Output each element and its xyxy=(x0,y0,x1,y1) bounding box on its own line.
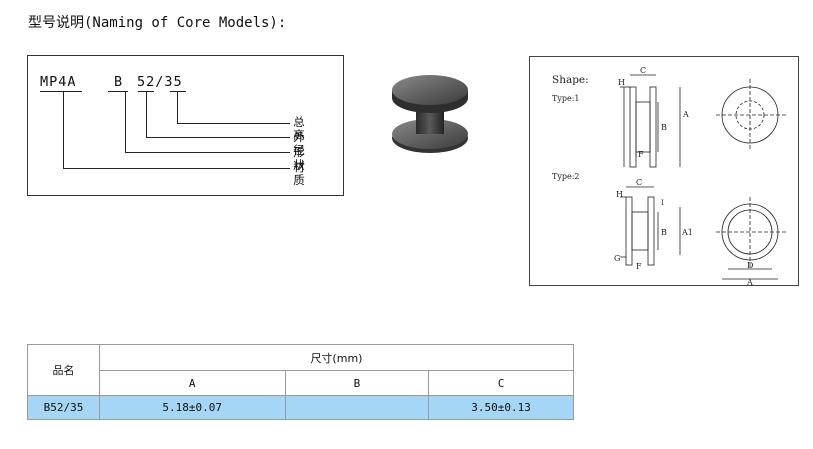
code-prefix: MP4A xyxy=(40,74,77,90)
size-header: 尺寸(mm) xyxy=(98,344,575,371)
code-size: 52/35 xyxy=(137,74,183,90)
row-name: B52/35 xyxy=(27,395,100,420)
type1-label: Type:1 xyxy=(552,94,580,103)
dim-b-type2: B xyxy=(661,228,667,237)
type2-side-view xyxy=(620,186,681,266)
dim-d-type2: D xyxy=(747,261,753,270)
dim-f-type1: F xyxy=(638,150,644,159)
dim-h-type2: H xyxy=(616,190,623,199)
page-title: 型号说明(Naming of Core Models): xyxy=(28,15,287,31)
table-row: B52/35 5.18±0.07 3.50±0.13 xyxy=(27,395,574,420)
type2-front-view xyxy=(716,197,786,280)
label-shape: 形状 xyxy=(293,145,305,172)
leader-outer-diameter-h xyxy=(146,137,290,138)
dim-h-type1: H xyxy=(618,78,625,87)
label-total-height: 总高 xyxy=(293,115,305,142)
underline-size-b xyxy=(170,91,186,92)
shape-label: Shape: xyxy=(552,74,589,86)
type1-side-view xyxy=(620,74,681,168)
leader-total-height-v xyxy=(177,91,178,123)
dim-c-type2: C xyxy=(636,178,642,187)
label-material: 材质 xyxy=(293,160,305,187)
row-value-b xyxy=(284,395,430,420)
column-c-header: C xyxy=(428,370,574,396)
dimensions-table: 品名 尺寸(mm) A B C B52/35 5.18±0.07 3.50±0.… xyxy=(27,344,575,420)
type1-front-view xyxy=(716,79,786,151)
dim-a1-type2: A1 xyxy=(681,228,693,237)
row-value-c: 3.50±0.13 xyxy=(428,395,574,420)
dim-g-type2: G xyxy=(614,254,620,263)
leader-shape-v xyxy=(125,91,126,152)
dim-i-type2: I xyxy=(661,199,664,207)
dim-b-type1: B xyxy=(661,123,667,132)
row-value-a: 5.18±0.07 xyxy=(98,395,286,420)
leader-total-height-h xyxy=(177,123,290,124)
dim-a-type1: A xyxy=(682,110,689,119)
dim-f-type2: F xyxy=(636,262,642,271)
label-outer-diameter: 外径 xyxy=(293,130,305,157)
underline-shape xyxy=(108,91,128,92)
leader-material-v xyxy=(63,91,64,168)
column-b-header: B xyxy=(284,370,430,396)
shape-drawing-panel: Shape: Type:1 H C B A F Type:2 xyxy=(529,56,799,287)
underline-prefix xyxy=(40,91,82,92)
code-shape: B xyxy=(114,74,124,90)
dim-a-type2: A xyxy=(746,278,753,287)
column-a-header: A xyxy=(98,370,286,396)
dim-c-type1: C xyxy=(640,66,646,75)
core-product-image xyxy=(392,75,468,153)
leader-material-h xyxy=(63,168,290,169)
leader-shape-h xyxy=(125,152,290,153)
type2-label: Type:2 xyxy=(552,172,580,181)
product-name-header: 品名 xyxy=(27,344,100,396)
naming-diagram: MP4A B 52/35 总高 外径 形状 材质 xyxy=(27,55,344,196)
leader-outer-diameter-v xyxy=(146,91,147,137)
